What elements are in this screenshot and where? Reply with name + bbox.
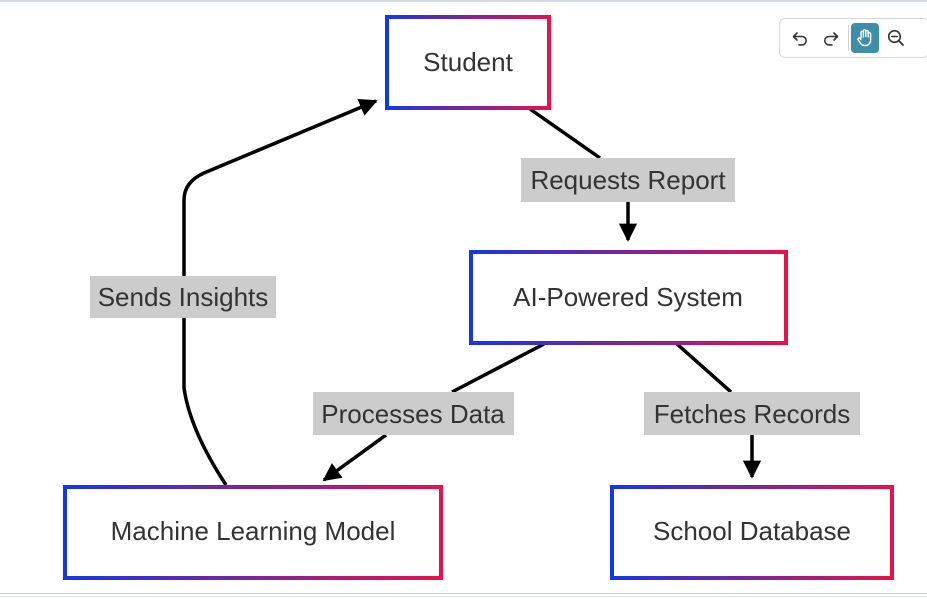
edge-label-sends-insights: Sends Insights: [90, 276, 276, 318]
edge-label-text: Sends Insights: [98, 282, 269, 312]
edge-label-text: Requests Report: [530, 165, 726, 195]
redo-icon: [824, 32, 839, 46]
edge-label-bg: [521, 158, 735, 202]
node-box[interactable]: [469, 250, 788, 345]
bottom-divider: [0, 593, 927, 594]
node-box[interactable]: [63, 485, 443, 580]
hand-icon: [857, 29, 872, 47]
edge-sends-insights: [182, 98, 378, 486]
node-label: School Database: [653, 516, 851, 546]
node-label: AI-Powered System: [513, 282, 743, 312]
edge-fetches-records: [675, 342, 762, 479]
edge-requests-report: [528, 107, 638, 242]
node-box[interactable]: [610, 485, 894, 580]
node-box[interactable]: [385, 15, 551, 110]
edge-line: [528, 107, 602, 160]
edge-label-bg: [313, 392, 514, 435]
edge-arrow: [322, 433, 388, 482]
node-student[interactable]: Student: [385, 15, 551, 110]
edge-line: [675, 342, 733, 394]
node-school-database[interactable]: School Database: [610, 485, 894, 580]
edge-processes-data: [322, 342, 545, 482]
edge-label-requests-report: Requests Report: [521, 158, 735, 202]
node-label: Student: [423, 47, 513, 77]
zoom-out-button[interactable]: [882, 23, 910, 53]
edge-arrow: [182, 98, 378, 276]
zoom-out-icon: [887, 29, 904, 46]
redo-button[interactable]: [817, 23, 845, 53]
top-divider: [0, 0, 927, 2]
node-label: Machine Learning Model: [111, 516, 396, 546]
node-machine-learning-model[interactable]: Machine Learning Model: [63, 485, 443, 580]
canvas-toolbar: [779, 18, 927, 58]
bottom-divider-secondary: [0, 596, 927, 597]
undo-button[interactable]: [786, 23, 814, 53]
edge-line: [182, 318, 228, 486]
edge-label-bg: [90, 276, 276, 318]
edge-label-processes-data: Processes Data: [313, 392, 514, 435]
edge-label-bg: [644, 392, 860, 435]
node-ai-powered-system[interactable]: AI-Powered System: [469, 250, 788, 345]
pan-tool-button[interactable]: [851, 23, 879, 53]
undo-icon: [792, 32, 807, 46]
edge-label-text: Fetches Records: [654, 399, 851, 429]
edge-label-text: Processes Data: [321, 399, 505, 429]
toolbar-divider: [848, 25, 849, 51]
edge-label-fetches-records: Fetches Records: [644, 392, 860, 435]
edge-line: [451, 342, 545, 394]
